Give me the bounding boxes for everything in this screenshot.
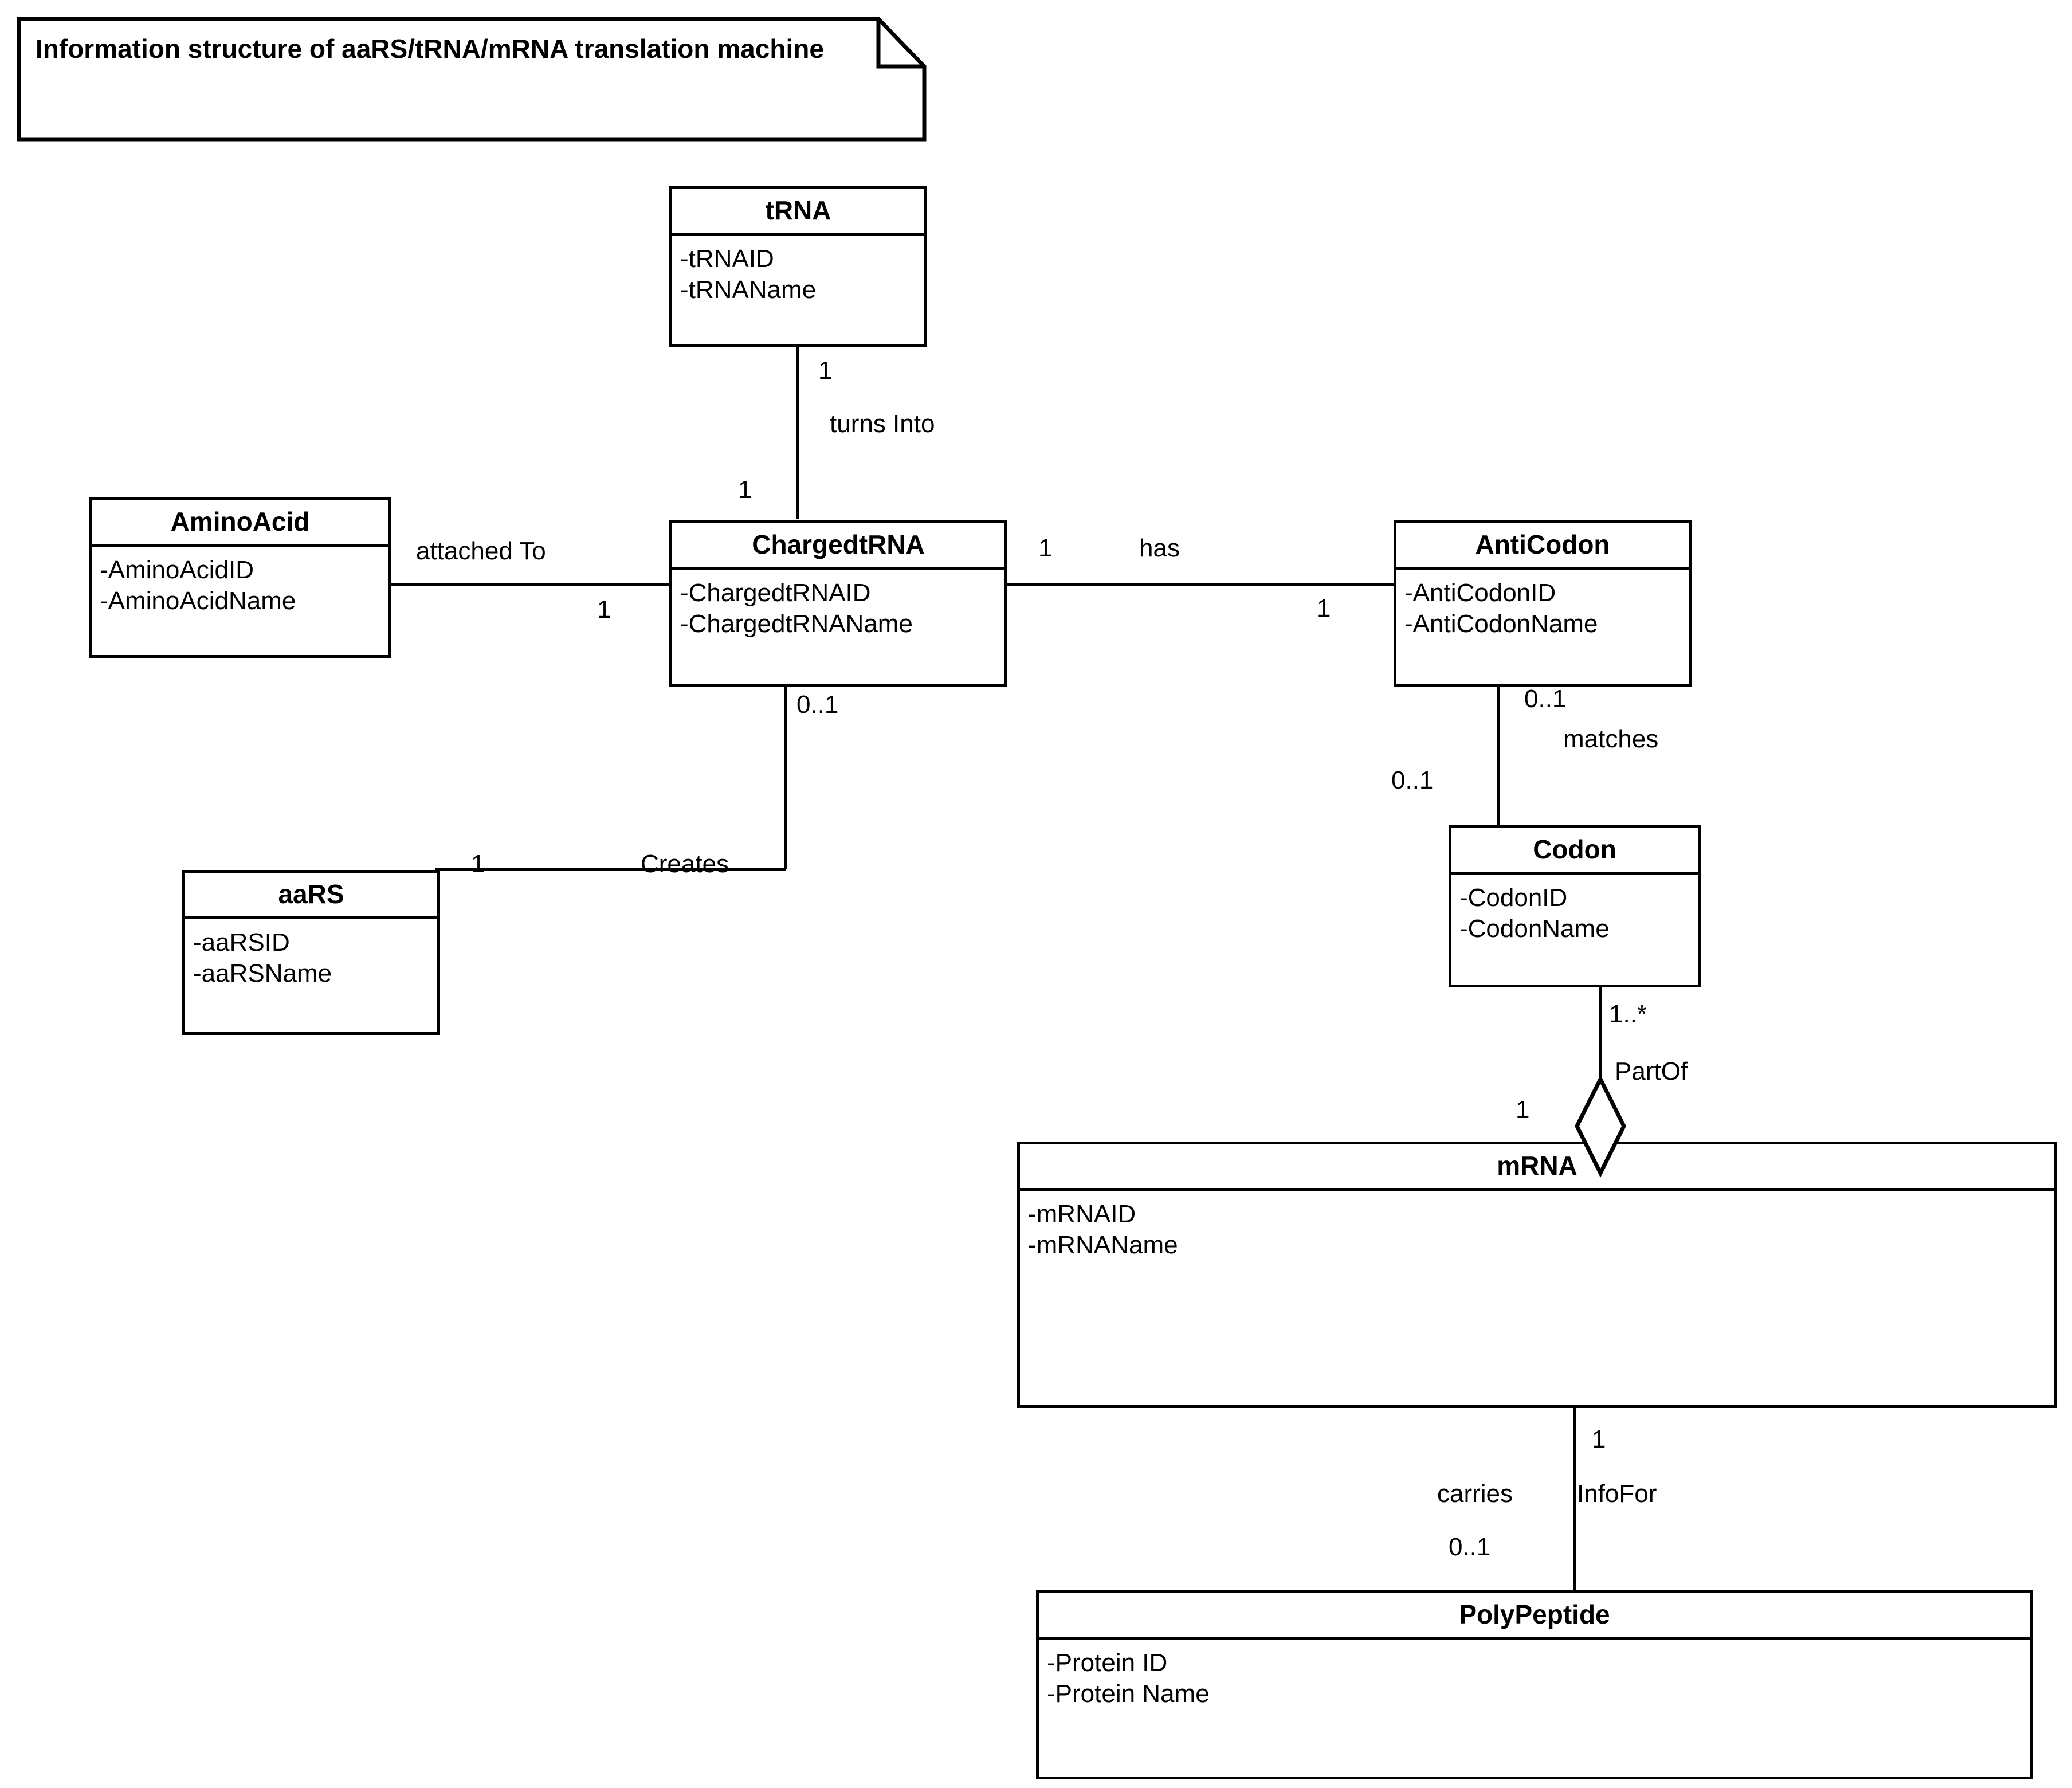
class-attributes-mrna: -mRNAID -mRNAName xyxy=(1020,1191,2054,1260)
multiplicity-matches-codon-end: 0..1 xyxy=(1391,766,1434,794)
association-line-carries-infofor xyxy=(1573,1405,1576,1594)
class-attribute: -mRNAID xyxy=(1028,1200,1136,1228)
class-title-anticodon: AntiCodon xyxy=(1396,523,1689,570)
association-label-creates: Creates xyxy=(641,850,729,878)
class-title-mrna: mRNA xyxy=(1020,1144,2054,1191)
class-box-aminoacid[interactable]: AminoAcid -AminoAcidID -AminoAcidName xyxy=(89,497,391,658)
class-box-trna[interactable]: tRNA -tRNAID -tRNAName xyxy=(669,186,927,347)
class-attribute: -AminoAcidName xyxy=(100,586,296,615)
association-label-turns-into: turns Into xyxy=(830,410,935,438)
class-attribute: -tRNAName xyxy=(680,275,817,304)
class-attribute: -ChargedtRNAID xyxy=(680,579,871,607)
class-attributes-chargedtrna: -ChargedtRNAID -ChargedtRNAName xyxy=(672,570,1004,639)
multiplicity-has-chargedtrna-end: 1 xyxy=(1038,534,1053,562)
class-attribute: -CodonID xyxy=(1459,884,1568,912)
class-title-polypeptide: PolyPeptide xyxy=(1039,1593,2030,1640)
class-title-chargedtrna: ChargedtRNA xyxy=(672,523,1004,570)
multiplicity-partof-codon-end: 1..* xyxy=(1609,1000,1647,1028)
class-attributes-aars: -aaRSID -aaRSName xyxy=(185,919,437,989)
class-attribute: -Protein Name xyxy=(1047,1679,1210,1708)
aggregation-diamond-icon xyxy=(1575,1075,1626,1178)
class-attribute: -tRNAID xyxy=(680,245,774,273)
multiplicity-matches-anticodon-end: 0..1 xyxy=(1524,685,1567,713)
multiplicity-partof-mrna-end: 1 xyxy=(1516,1096,1530,1124)
association-label-has: has xyxy=(1139,534,1180,562)
class-attribute: -CodonName xyxy=(1459,914,1610,943)
note-text: Information structure of aaRS/tRNA/mRNA … xyxy=(36,34,824,64)
multiplicity-creates-chargedtrna-end: 0..1 xyxy=(796,691,839,719)
class-box-anticodon[interactable]: AntiCodon -AntiCodonID -AntiCodonName xyxy=(1394,520,1692,687)
class-title-codon: Codon xyxy=(1451,828,1698,875)
association-label-partof: PartOf xyxy=(1615,1057,1688,1085)
diagram-note: Information structure of aaRS/tRNA/mRNA … xyxy=(16,16,939,142)
association-line-partof xyxy=(1599,986,1602,1086)
class-attribute: -Protein ID xyxy=(1047,1649,1168,1677)
class-title-aminoacid: AminoAcid xyxy=(92,500,388,547)
class-box-polypeptide[interactable]: PolyPeptide -Protein ID -Protein Name xyxy=(1036,1590,2033,1779)
note-shape-icon xyxy=(17,17,927,142)
multiplicity-attached-to-aminoacid-end: 1 xyxy=(597,595,611,624)
class-attribute: -AntiCodonName xyxy=(1404,609,1598,638)
association-line-creates-vertical xyxy=(784,685,787,869)
class-title-aars: aaRS xyxy=(185,873,437,919)
class-attribute: -aaRSID xyxy=(193,928,290,956)
class-attribute: -aaRSName xyxy=(193,959,332,987)
class-attributes-anticodon: -AntiCodonID -AntiCodonName xyxy=(1396,570,1689,639)
association-line-matches xyxy=(1497,685,1500,828)
class-box-codon[interactable]: Codon -CodonID -CodonName xyxy=(1449,825,1701,987)
class-attribute: -ChargedtRNAName xyxy=(680,609,913,638)
class-attributes-trna: -tRNAID -tRNAName xyxy=(672,236,924,305)
association-label-infofor: InfoFor xyxy=(1577,1480,1657,1508)
class-box-chargedtrna[interactable]: ChargedtRNA -ChargedtRNAID -ChargedtRNAN… xyxy=(669,520,1007,687)
class-attributes-aminoacid: -AminoAcidID -AminoAcidName xyxy=(92,547,388,616)
class-box-aars[interactable]: aaRS -aaRSID -aaRSName xyxy=(182,870,440,1035)
multiplicity-turns-into-chargedtrna-end: 1 xyxy=(738,476,752,504)
association-label-attached-to: attached To xyxy=(416,537,546,565)
class-attributes-codon: -CodonID -CodonName xyxy=(1451,875,1698,944)
association-line-creates-horizontal xyxy=(435,868,786,871)
association-line-has xyxy=(1006,583,1395,586)
class-attribute: -mRNAName xyxy=(1028,1230,1178,1259)
association-label-matches: matches xyxy=(1563,725,1659,753)
class-attribute: -AminoAcidID xyxy=(100,556,254,584)
multiplicity-has-anticodon-end: 1 xyxy=(1317,594,1331,622)
class-attributes-polypeptide: -Protein ID -Protein Name xyxy=(1039,1640,2030,1709)
class-box-mrna[interactable]: mRNA -mRNAID -mRNAName xyxy=(1017,1142,2057,1408)
multiplicity-creates-aars-end: 1 xyxy=(471,850,485,878)
association-line-turns-into xyxy=(796,344,799,519)
association-line-attached-to xyxy=(388,583,669,586)
class-attribute: -AntiCodonID xyxy=(1404,579,1556,607)
multiplicity-carries-infofor-mrna-end: 1 xyxy=(1592,1425,1606,1453)
association-label-carries: carries xyxy=(1437,1480,1513,1508)
multiplicity-carries-infofor-polypeptide-end: 0..1 xyxy=(1449,1533,1491,1561)
multiplicity-turns-into-trna-end: 1 xyxy=(818,356,833,385)
class-title-trna: tRNA xyxy=(672,189,924,236)
